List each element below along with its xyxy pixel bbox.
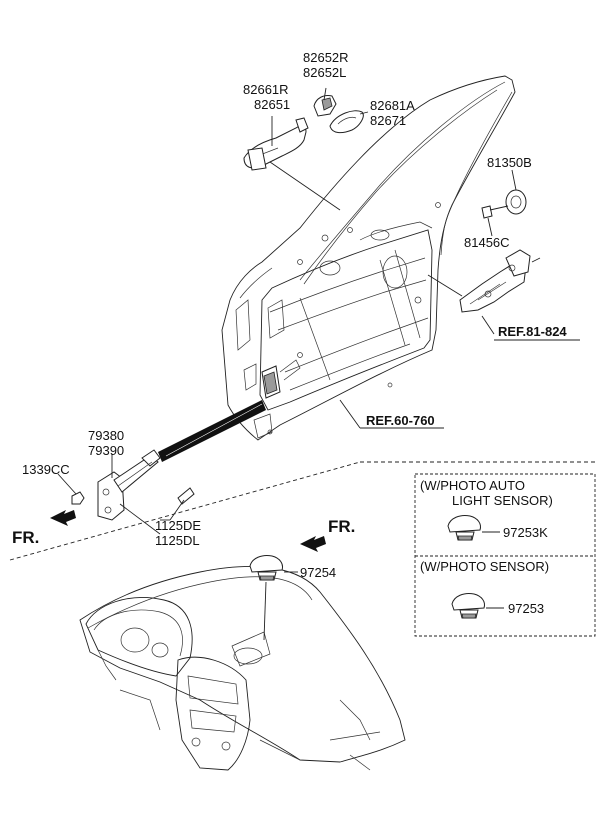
label-81350B: 81350B xyxy=(487,155,532,170)
label-82661R: 82661R xyxy=(243,82,289,97)
label-82651: 82651 xyxy=(254,97,290,112)
handle-cover xyxy=(313,95,337,117)
outside-door-handle xyxy=(243,117,309,171)
checker-nut xyxy=(57,473,85,505)
door-latch xyxy=(427,249,541,335)
dashboard xyxy=(79,566,406,771)
label-82681A: 82681A xyxy=(370,98,415,113)
sensor-photo xyxy=(451,593,504,619)
label-82652L: 82652L xyxy=(303,65,346,80)
handle-leader-lines xyxy=(269,87,369,211)
handle-gasket xyxy=(329,110,364,134)
label-variant-auto-1: (W/PHOTO AUTO xyxy=(420,478,525,493)
label-97254: 97254 xyxy=(300,565,336,580)
checker-arm-to-door xyxy=(158,400,266,462)
checker-leader-lines xyxy=(111,454,161,535)
label-ref-81-824: REF.81-824 xyxy=(498,324,567,339)
sensor-variant-box xyxy=(414,473,596,637)
screw xyxy=(481,205,509,237)
front-arrow-dash xyxy=(300,536,326,552)
label-1125DL: 1125DL xyxy=(155,533,200,548)
sensor-auto-light xyxy=(447,515,500,541)
label-front-dash: FR. xyxy=(328,517,355,536)
dash-photo-sensor xyxy=(249,555,298,641)
ref-leaders xyxy=(339,339,580,429)
checker-bolt xyxy=(160,487,195,521)
label-97253: 97253 xyxy=(508,601,544,616)
label-1125DE: 1125DE xyxy=(155,518,201,533)
label-82652R: 82652R xyxy=(303,50,349,65)
label-97253K: 97253K xyxy=(503,525,548,540)
door-checker xyxy=(97,449,161,521)
front-arrow-door xyxy=(50,510,76,526)
label-81456C: 81456C xyxy=(464,235,510,250)
label-variant-photo: (W/PHOTO SENSOR) xyxy=(420,559,549,574)
label-82671: 82671 xyxy=(370,113,406,128)
label-ref-60-760: REF.60-760 xyxy=(366,413,435,428)
door-shell xyxy=(221,75,516,441)
label-79390: 79390 xyxy=(88,443,124,458)
section-divider xyxy=(9,461,361,561)
label-79380: 79380 xyxy=(88,428,124,443)
label-front-door: FR. xyxy=(12,528,39,547)
label-variant-auto-2: LIGHT SENSOR) xyxy=(452,493,553,508)
grommet xyxy=(505,169,527,215)
label-1339CC: 1339CC xyxy=(22,462,70,477)
